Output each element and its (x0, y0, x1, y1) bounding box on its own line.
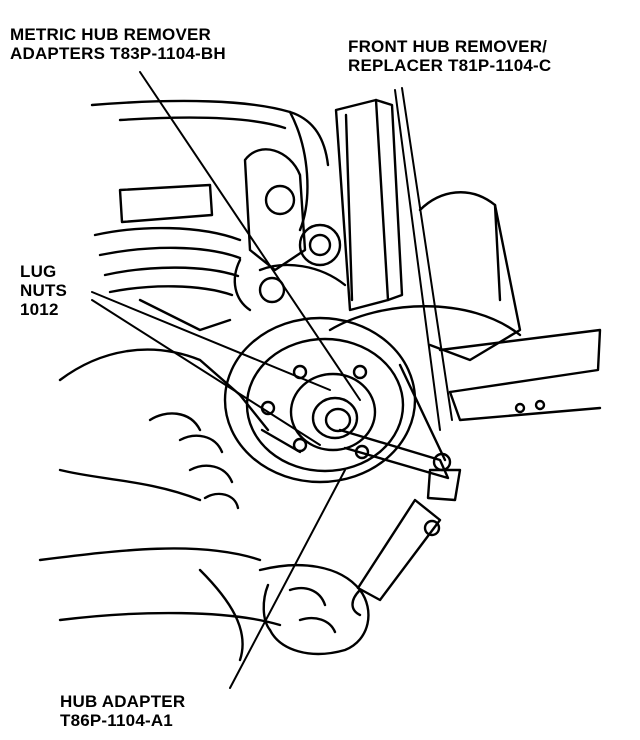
label-line: REPLACER T81P-1104-C (348, 56, 552, 75)
lower-arm (38, 547, 282, 662)
label-line: HUB ADAPTER (60, 692, 186, 711)
upper-suspension (233, 148, 347, 312)
leader-front-remover-a (394, 89, 441, 431)
hub-rotor-assembly (223, 316, 417, 484)
label-line: LUG (20, 262, 57, 281)
label-front-hub-remover-replacer: FRONT HUB REMOVER/ REPLACER T81P-1104-C (348, 37, 551, 75)
right-hand (258, 564, 370, 656)
label-metric-hub-remover-adapters: METRIC HUB REMOVER ADAPTERS T83P-1104-BH (10, 25, 226, 63)
leader-lug-nuts-a (91, 291, 331, 391)
label-line: 1012 (20, 300, 59, 319)
fender-outline (90, 99, 330, 232)
body-bracket (328, 191, 602, 422)
leader-front-remover-b (401, 87, 453, 421)
puller-tool (338, 363, 462, 617)
label-hub-adapter: HUB ADAPTER T86P-1104-A1 (60, 692, 185, 730)
leader-metric-adapters (139, 71, 361, 401)
label-line: T86P-1104-A1 (60, 711, 173, 730)
leader-lug-nuts-b (91, 299, 321, 446)
label-lug-nuts: LUG NUTS 1012 (20, 262, 67, 319)
leader-lines (91, 71, 453, 689)
left-hand (58, 348, 270, 510)
label-line: METRIC HUB REMOVER (10, 25, 211, 44)
label-line: NUTS (20, 281, 68, 300)
label-line: ADAPTERS T83P-1104-BH (10, 44, 226, 63)
leader-hub-adapter (229, 469, 346, 689)
strut-tube (334, 98, 404, 312)
label-line: FRONT HUB REMOVER/ (348, 37, 548, 56)
coil-spring (93, 183, 242, 332)
